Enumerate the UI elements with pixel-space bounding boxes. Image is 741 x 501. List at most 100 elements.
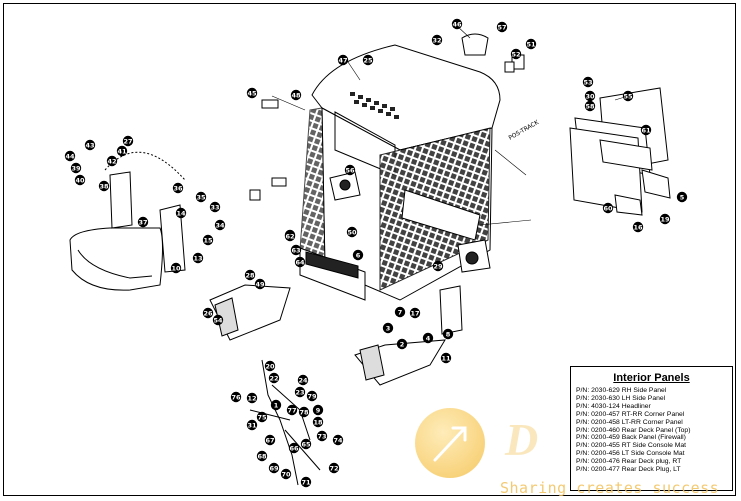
linkage-assembly — [249, 359, 321, 486]
callout-bubble: 8 — [442, 328, 454, 340]
callout-bubble: 73 — [316, 430, 328, 442]
callout-bubble: 34 — [214, 219, 226, 231]
callout-number: 51 — [526, 40, 536, 48]
callout-bubble: 13 — [192, 252, 204, 264]
callout-number: 44 — [65, 152, 75, 160]
callout-bubble: 72 — [328, 462, 340, 474]
callout-number: 77 — [287, 406, 296, 414]
callout-number: 43 — [85, 141, 94, 149]
callout-number: 33 — [210, 203, 219, 211]
callout-bubble: 1 — [270, 399, 282, 411]
callout-bubble: 57 — [496, 21, 508, 33]
callout-bubble: 14 — [175, 207, 187, 219]
callout-bubble: 17 — [409, 307, 421, 319]
callout-number: 47 — [338, 56, 347, 64]
callout-bubble: 58 — [584, 100, 596, 112]
callout-number: 38 — [99, 182, 109, 190]
callout-number: 8 — [446, 330, 451, 338]
callout-bubble: 29 — [432, 260, 444, 272]
callout-bubble: 16 — [632, 221, 644, 233]
callout-bubble: 41 — [116, 145, 128, 157]
callout-number: 36 — [173, 184, 183, 192]
callout-bubble: 37 — [137, 216, 149, 228]
callout-number: 57 — [497, 23, 506, 31]
callout-number: 42 — [107, 157, 116, 165]
callout-bubble: 75 — [256, 411, 268, 423]
drawing-border — [3, 3, 736, 496]
pos-track-label: POS-TRACK — [508, 118, 541, 141]
callout-number: 5 — [680, 193, 685, 201]
callout-number: 19 — [660, 215, 670, 223]
callout-bubble: 51 — [525, 38, 537, 50]
legend-part-number: P/N: 4030-124 Headliner — [576, 402, 651, 410]
watermark-logo — [415, 408, 485, 478]
hardware-brackets — [249, 33, 525, 273]
callout-bubble: 48 — [290, 89, 302, 101]
callout-number: 20 — [265, 362, 275, 370]
callout-bubble: 2 — [396, 338, 408, 350]
callout-bubble: 46 — [451, 18, 463, 30]
callout-bubble: 62 — [284, 230, 296, 242]
callout-number: 4 — [426, 334, 431, 342]
callout-number: 1 — [274, 401, 279, 409]
callout-number: 70 — [281, 470, 291, 478]
callout-number: 22 — [269, 374, 278, 382]
callout-bubble: 10 — [170, 262, 182, 274]
callout-number: 54 — [213, 316, 223, 324]
interior-panels-legend: Interior Panels P/N: 2030-629 RH Side Pa… — [570, 366, 733, 491]
callout-number: 35 — [196, 193, 206, 201]
callout-number: 73 — [317, 432, 326, 440]
rear-panels — [569, 87, 671, 216]
callout-bubble: 53 — [582, 76, 594, 88]
callout-number: 67 — [265, 436, 274, 444]
callout-bubble: 42 — [106, 155, 118, 167]
legend-part-number: P/N: 0200-457 RT-RR Corner Panel — [576, 410, 685, 418]
callout-number: 2 — [400, 340, 405, 348]
callout-number: 26 — [203, 309, 213, 317]
callout-bubble: 20 — [264, 360, 276, 372]
callout-bubble: 22 — [268, 372, 280, 384]
callout-number: 18 — [313, 418, 323, 426]
seat-frame-assembly — [69, 151, 186, 291]
callout-bubble: 76 — [230, 391, 242, 403]
callout-bubble: 12 — [246, 392, 258, 404]
legend-part-number: P/N: 0200-459 Back Panel (Firewall) — [576, 434, 686, 442]
callout-bubble: 28 — [244, 269, 256, 281]
callout-number: 58 — [585, 102, 595, 110]
callout-number: 27 — [123, 137, 132, 145]
callout-number: 10 — [171, 264, 181, 272]
callout-number: 16 — [633, 223, 643, 231]
callout-bubble: 64 — [294, 256, 306, 268]
callout-number: 9 — [316, 406, 321, 414]
callout-bubble: 78 — [298, 406, 310, 418]
callout-bubble: 5 — [676, 191, 688, 203]
callout-number: 24 — [298, 376, 308, 384]
callout-number: 68 — [257, 452, 267, 460]
legend-part-number: P/N: 0200-456 LT Side Console Mat — [576, 450, 685, 458]
callout-number: 61 — [641, 126, 651, 134]
callout-number: 29 — [433, 262, 443, 270]
callout-bubble: 9 — [312, 404, 324, 416]
callout-bubble: 60 — [602, 202, 614, 214]
callout-number: 69 — [269, 464, 279, 472]
callout-bubble: 74 — [332, 434, 344, 446]
callout-number: 71 — [301, 478, 311, 486]
callout-number: 76 — [231, 393, 241, 401]
callout-number: 53 — [583, 78, 592, 86]
legend-title: Interior Panels — [613, 372, 690, 384]
watermark-text: Sharing creates success — [500, 479, 720, 497]
callout-number: 48 — [291, 91, 301, 99]
callout-number: 30 — [585, 92, 595, 100]
callout-number: 66 — [289, 444, 299, 452]
callout-bubble: 54 — [212, 314, 224, 326]
callout-bubble: 44 — [64, 150, 76, 162]
callout-number: 12 — [247, 394, 256, 402]
legend-part-number: P/N: 2030-629 RH Side Panel — [576, 387, 667, 394]
callout-bubble: 77 — [286, 404, 298, 416]
callout-number: 34 — [215, 221, 225, 229]
callout-number: 15 — [203, 236, 213, 244]
callout-number: 25 — [363, 56, 373, 64]
callout-number: 65 — [301, 440, 311, 448]
